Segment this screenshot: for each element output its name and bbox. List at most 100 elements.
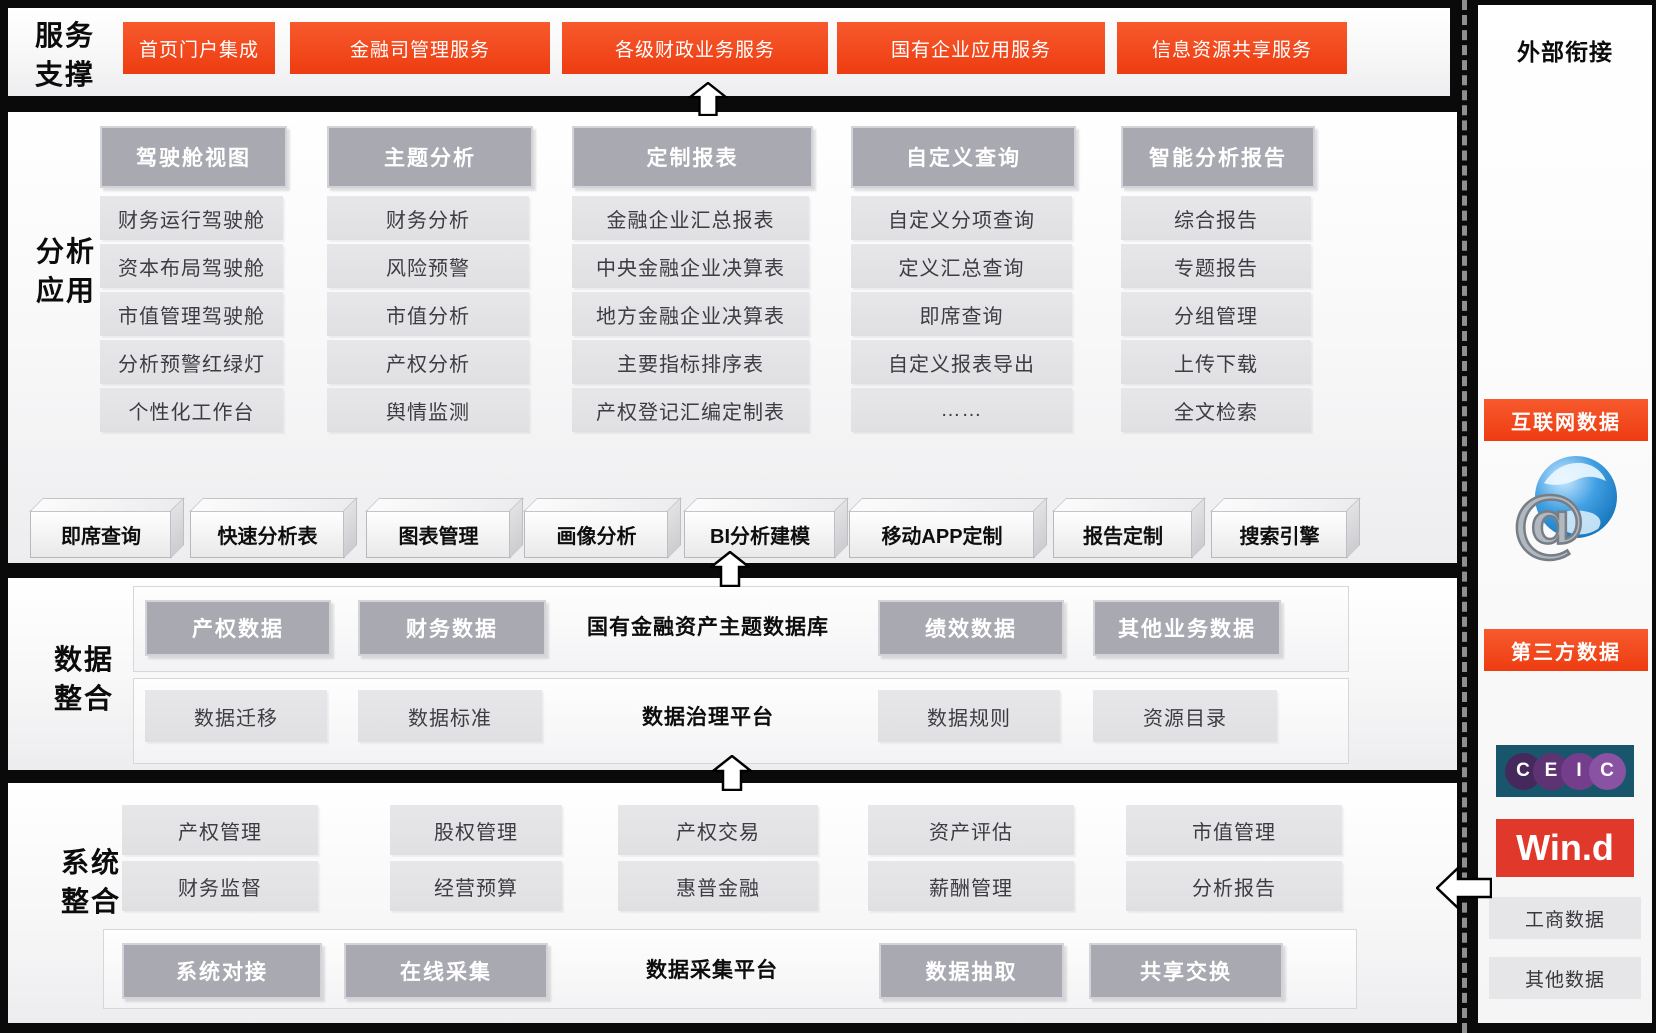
internet-globe-icon: @ [1511, 456, 1617, 563]
analysis-label-line2: 应用 [36, 275, 97, 307]
system-box-finance-supervision: 财务监督 [122, 861, 318, 911]
dashed-separator-line [1462, 0, 1467, 1033]
data-box-other-business: 其他业务数据 [1093, 600, 1281, 656]
module-box: 金融企业汇总报表 [572, 196, 809, 240]
system-integration-section-label: 系统 整合 [58, 843, 124, 921]
service-button-portal: 首页门户集成 [123, 22, 275, 74]
module-box: 地方金融企业决算表 [572, 292, 809, 336]
system-box-property-trade: 产权交易 [618, 805, 818, 855]
third-party-data-banner: 第三方数据 [1484, 629, 1648, 671]
system-box-operation-budget: 经营预算 [390, 861, 562, 911]
tool-box-chart-mgmt: 图表管理 [366, 510, 511, 558]
services-label-line1: 服务 [34, 20, 95, 51]
system-label-line1: 系统 [60, 847, 121, 878]
module-box: 分组管理 [1121, 292, 1311, 336]
data-governance-title: 数据治理平台 [642, 706, 774, 729]
tool-box-adhoc-query: 即席查询 [30, 510, 172, 558]
service-button-soe-app: 国有企业应用服务 [837, 22, 1105, 74]
module-box: 产权登记汇编定制表 [572, 388, 809, 432]
left-arrow-external-to-system [1436, 866, 1492, 910]
services-panel: 服务 支撑 首页门户集成 金融司管理服务 各级财政业务服务 国有企业应用服务 信… [8, 8, 1450, 96]
module-box: 分析预警红绿灯 [100, 340, 283, 384]
module-box: 资本布局驾驶舱 [100, 244, 283, 288]
module-box: …… [851, 388, 1072, 432]
module-box: 自定义报表导出 [851, 340, 1072, 384]
governance-box-catalog: 资源目录 [1093, 690, 1277, 742]
up-arrow-data-to-analysis [710, 551, 750, 587]
column-header-custom-reports: 定制报表 [572, 126, 813, 188]
system-box-salary-mgmt: 薪酬管理 [868, 861, 1074, 911]
data-integration-section-label: 数据 整合 [52, 640, 116, 718]
module-box: 个性化工作台 [100, 388, 283, 432]
external-box-business-registry: 工商数据 [1489, 897, 1641, 939]
module-box: 专题报告 [1121, 244, 1311, 288]
system-box-market-value: 市值管理 [1126, 805, 1342, 855]
tool-box-quick-table: 快速分析表 [190, 510, 345, 558]
system-box-analysis-report: 分析报告 [1126, 861, 1342, 911]
service-button-finance-dept: 金融司管理服务 [290, 22, 550, 74]
system-box-asset-eval: 资产评估 [868, 805, 1074, 855]
data-label-line1: 数据 [53, 644, 114, 675]
column-header-smart-reports: 智能分析报告 [1121, 126, 1315, 188]
analysis-panel: 分析 应用 驾驶舱视图 财务运行驾驶舱 资本布局驾驶舱 市值管理驾驶舱 分析预警… [8, 112, 1457, 563]
column-header-cockpit: 驾驶舱视图 [100, 126, 287, 188]
tool-box-report-custom: 报告定制 [1053, 510, 1193, 558]
services-section-label: 服务 支撑 [30, 16, 100, 94]
ceic-letter: C [1588, 752, 1626, 790]
module-box: 即席查询 [851, 292, 1072, 336]
column-header-theme-analysis: 主题分析 [327, 126, 533, 188]
services-label-line2: 支撑 [34, 59, 95, 91]
data-integration-panel: 数据 整合 产权数据 财务数据 国有金融资产主题数据库 绩效数据 其他业务数据 … [8, 578, 1457, 770]
external-title: 外部衔接 [1517, 39, 1613, 65]
module-box: 中央金融企业决算表 [572, 244, 809, 288]
module-box: 市值管理驾驶舱 [100, 292, 283, 336]
up-arrow-services [688, 82, 728, 116]
collect-box-data-extract: 数据抽取 [879, 943, 1064, 999]
data-label-line2: 整合 [53, 683, 114, 715]
module-box: 主要指标排序表 [572, 340, 809, 384]
system-box-property-mgmt: 产权管理 [122, 805, 318, 855]
ceic-letter: E [1532, 752, 1570, 790]
collect-box-share-exchange: 共享交换 [1089, 943, 1283, 999]
module-box: 综合报告 [1121, 196, 1311, 240]
ceic-logo: C E I C [1496, 745, 1634, 797]
system-integration-panel: 系统 整合 产权管理 股权管理 产权交易 资产评估 市值管理 财务监督 经营预算… [8, 783, 1457, 1023]
governance-box-standard: 数据标准 [358, 690, 542, 742]
data-box-performance: 绩效数据 [878, 600, 1064, 656]
analysis-section-label: 分析 应用 [36, 232, 96, 310]
module-box: 财务分析 [327, 196, 529, 240]
governance-box-migration: 数据迁移 [145, 690, 327, 742]
wind-logo: Win.d [1496, 819, 1634, 877]
module-box: 产权分析 [327, 340, 529, 384]
data-collection-title: 数据采集平台 [646, 959, 778, 982]
system-box-equity-mgmt: 股权管理 [390, 805, 562, 855]
external-sidebar: 外部衔接 互联网数据 @ 第三方数据 C E I C Win.d 工商数据 其他… [1478, 5, 1652, 1023]
collect-box-online-collect: 在线采集 [344, 943, 548, 999]
tool-box-mobile-app: 移动APP定制 [849, 510, 1035, 558]
module-box: 风险预警 [327, 244, 529, 288]
tool-box-profile-analysis: 画像分析 [524, 510, 669, 558]
tool-box-search-engine: 搜索引擎 [1211, 510, 1348, 558]
up-arrow-system-to-data [712, 755, 752, 791]
module-box: 市值分析 [327, 292, 529, 336]
module-box: 自定义分项查询 [851, 196, 1072, 240]
internet-data-banner: 互联网数据 [1484, 399, 1648, 441]
module-box: 定义汇总查询 [851, 244, 1072, 288]
module-box: 全文检索 [1121, 388, 1311, 432]
module-box: 舆情监测 [327, 388, 529, 432]
svg-text:@: @ [1512, 479, 1586, 563]
data-box-property: 产权数据 [145, 600, 331, 656]
service-button-fiscal-business: 各级财政业务服务 [562, 22, 828, 74]
collect-box-system-connect: 系统对接 [122, 943, 322, 999]
system-box-inclusive-finance: 惠普金融 [618, 861, 818, 911]
module-box: 上传下载 [1121, 340, 1311, 384]
system-label-line2: 整合 [60, 886, 121, 918]
data-box-finance: 财务数据 [358, 600, 546, 656]
service-button-info-share: 信息资源共享服务 [1117, 22, 1347, 74]
external-box-other-data: 其他数据 [1489, 957, 1641, 999]
module-box: 财务运行驾驶舱 [100, 196, 283, 240]
governance-box-rules: 数据规则 [878, 690, 1060, 742]
column-header-custom-query: 自定义查询 [851, 126, 1076, 188]
analysis-label-line1: 分析 [36, 236, 97, 267]
tool-box-bi-modeling: BI分析建模 [684, 510, 836, 558]
